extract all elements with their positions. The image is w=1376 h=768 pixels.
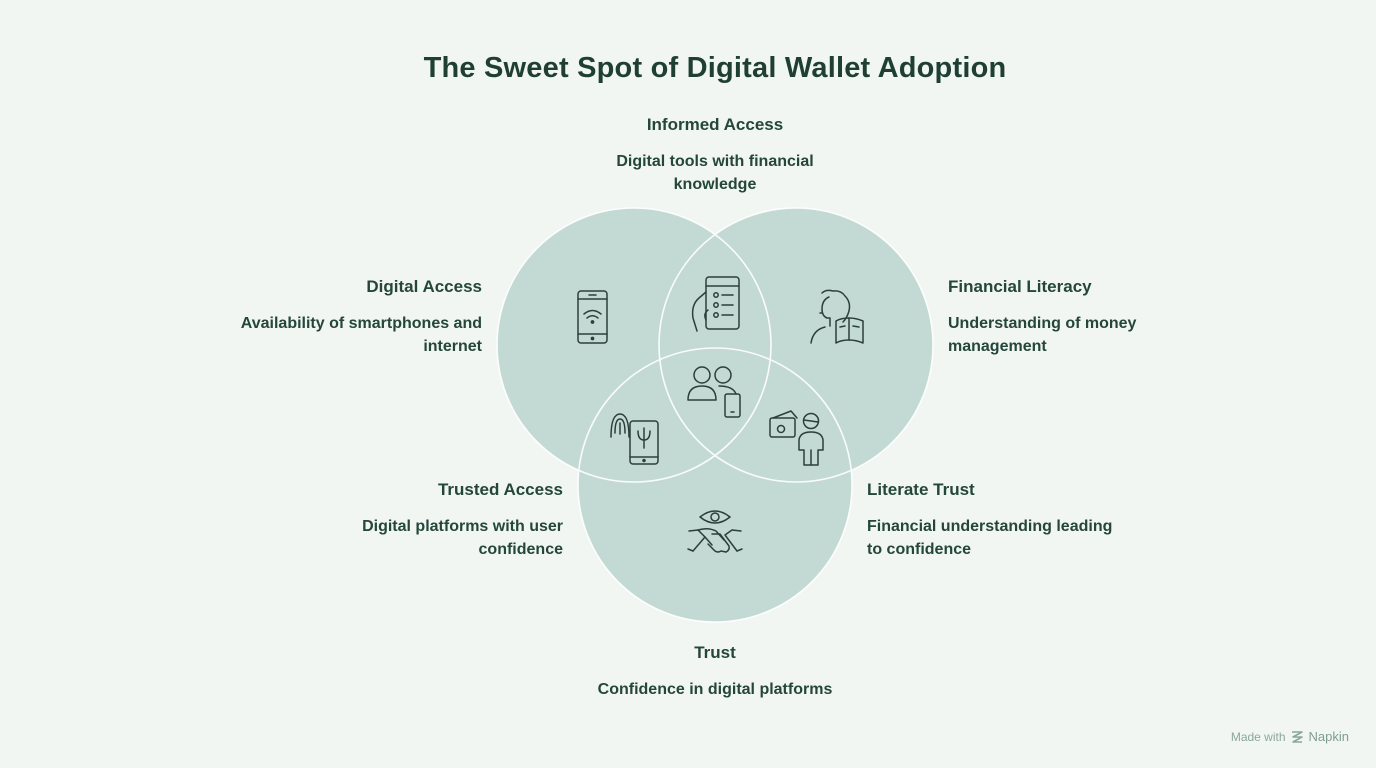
reader-book-icon <box>810 289 864 344</box>
circle-trust <box>578 348 852 622</box>
smartphone-wifi-icon <box>577 290 608 344</box>
literate-trust-heading: Literate Trust <box>867 480 975 499</box>
literate-trust-description: Financial understanding leading to confi… <box>867 518 1113 558</box>
trusted-access-heading: Trusted Access <box>437 480 563 499</box>
eye-handshake-icon <box>687 510 743 553</box>
users-phone-icon <box>687 366 741 418</box>
informed-access-description: Digital tools with financial knowledge <box>616 153 814 193</box>
label-trust: Trust Confidence in digital platforms <box>565 642 865 701</box>
digital-access-description: Availability of smartphones and internet <box>240 315 482 355</box>
trust-description: Confidence in digital platforms <box>597 681 833 698</box>
made-with-napkin: Made with Napkin <box>1231 729 1349 744</box>
napkin-logo-icon <box>1291 731 1303 743</box>
label-trusted-access: Trusted Access Digital platforms with us… <box>313 479 563 561</box>
venn-circle-outlines <box>496 207 934 623</box>
label-digital-access: Digital Access Availability of smartphon… <box>222 276 482 358</box>
fingerprint-phone-icon <box>610 413 659 465</box>
napkin-brand-text: Napkin <box>1308 729 1349 744</box>
trusted-access-description: Digital platforms with user confidence <box>362 518 563 558</box>
person-wallet-icon <box>769 410 824 466</box>
made-with-text: Made with <box>1230 729 1286 744</box>
phone-checklist-icon <box>691 276 740 332</box>
trust-heading: Trust <box>694 643 736 662</box>
label-informed-access: Informed Access Digital tools with finan… <box>585 114 845 196</box>
financial-literacy-heading: Financial Literacy <box>948 277 1092 296</box>
label-financial-literacy: Financial Literacy Understanding of mone… <box>948 276 1168 358</box>
digital-access-heading: Digital Access <box>366 277 482 296</box>
diagram-title: The Sweet Spot of Digital Wallet Adoptio… <box>423 52 1007 84</box>
financial-literacy-description: Understanding of money management <box>948 315 1137 355</box>
label-literate-trust: Literate Trust Financial understanding l… <box>867 479 1127 561</box>
informed-access-heading: Informed Access <box>646 115 784 134</box>
